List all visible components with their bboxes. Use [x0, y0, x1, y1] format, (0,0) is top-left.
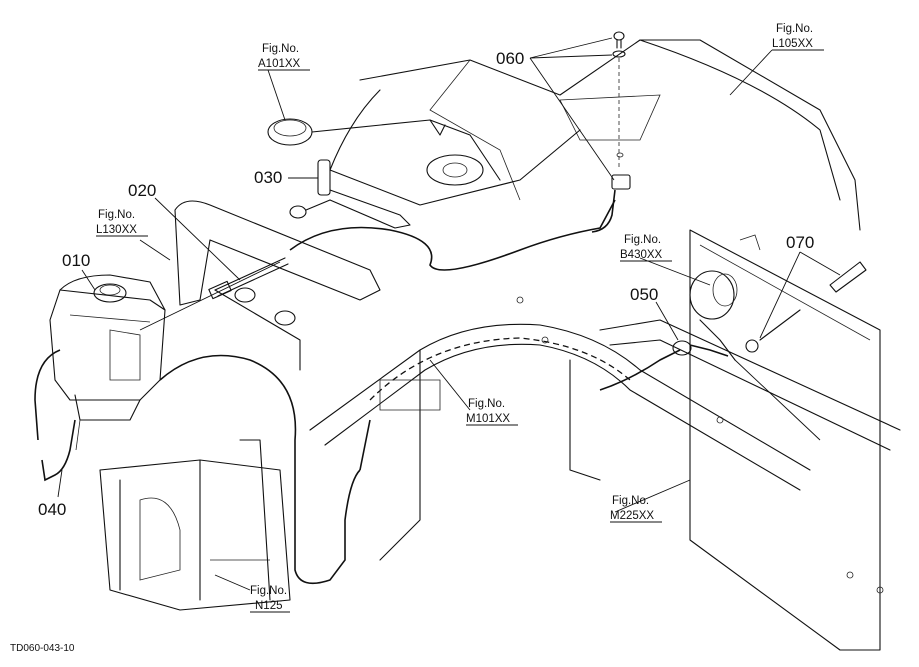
- callout-020: 020: [128, 181, 156, 200]
- reserve-tank: [34, 274, 166, 441]
- clip-060: [591, 31, 631, 233]
- radiator-cap-assembly: [672, 261, 867, 441]
- fig-ref-code: N125: [255, 600, 283, 612]
- callout-030: 030: [254, 168, 282, 187]
- callout-060: 060: [496, 49, 524, 68]
- fig-ref-label: Fig.No.: [624, 234, 661, 246]
- fig-ref-label: Fig.No.: [612, 495, 649, 507]
- part-callouts: 010 020 030 040 050 060 070: [38, 49, 814, 519]
- fuel-lines: [139, 199, 681, 585]
- callout-010: 010: [62, 251, 90, 270]
- document-id: TD060-043-10: [10, 643, 75, 654]
- fuel-bracket: [174, 200, 381, 371]
- hood-panel: [329, 39, 861, 231]
- main-frame: [309, 296, 901, 561]
- figure-references: Fig.No. A101XX Fig.No. L105XX Fig.No. L1…: [96, 23, 824, 613]
- rod-020: [208, 257, 289, 300]
- mounting-stand: [99, 439, 291, 611]
- bracket-030: [289, 159, 411, 229]
- fig-ref-code: M225XX: [610, 510, 654, 522]
- fuel-tank-top: [267, 118, 501, 186]
- fig-ref-n125: Fig.No. N125: [250, 585, 290, 613]
- fig-ref-label: Fig.No.: [250, 585, 287, 597]
- fig-ref-l105: Fig.No. L105XX: [772, 23, 824, 51]
- callout-070: 070: [786, 233, 814, 252]
- fig-ref-code: A101XX: [258, 58, 301, 70]
- callout-040: 040: [38, 500, 66, 519]
- fig-ref-code: L130XX: [96, 224, 137, 236]
- fig-ref-label: Fig.No.: [776, 23, 813, 35]
- fig-ref-code: L105XX: [772, 38, 813, 50]
- fig-ref-label: Fig.No.: [98, 209, 135, 221]
- overflow-hose: [41, 419, 81, 482]
- fig-ref-m101: Fig.No. M101XX: [466, 398, 518, 426]
- callout-050: 050: [630, 285, 658, 304]
- cabin-side-panel: [689, 229, 884, 651]
- fig-ref-a101: Fig.No. A101XX: [258, 43, 310, 71]
- fig-ref-code: B430XX: [620, 249, 663, 261]
- fig-ref-label: Fig.No.: [468, 398, 505, 410]
- leader-lines: [57, 37, 841, 591]
- fig-ref-m225: Fig.No. M225XX: [610, 495, 662, 523]
- fig-ref-code: M101XX: [466, 413, 510, 425]
- fig-ref-label: Fig.No.: [262, 43, 299, 55]
- fig-ref-l130: Fig.No. L130XX: [96, 209, 148, 237]
- fig-ref-b430: Fig.No. B430XX: [620, 234, 672, 262]
